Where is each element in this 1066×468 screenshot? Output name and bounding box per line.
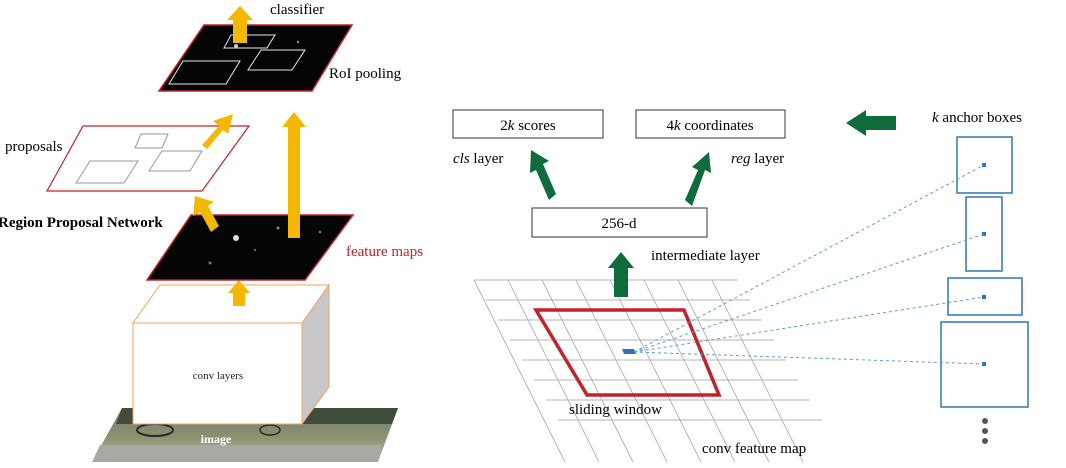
arrow-window-to-intermediate [608, 252, 634, 297]
roi-pooling-label: RoI pooling [329, 66, 402, 82]
arrow-rpn-to-proposals [193, 196, 219, 232]
arrow-to-classifier [227, 6, 253, 43]
intermediate-layer-box-label: 256-d [602, 216, 637, 232]
conv-layers-label: conv layers [193, 370, 243, 382]
rpn-label: Region Proposal Network [0, 215, 163, 231]
roi-pooling-plane [157, 24, 354, 92]
proposals-label: proposals [5, 139, 63, 155]
arrow-to-cls-layer [530, 150, 556, 200]
scores-box [452, 109, 604, 139]
scores-label: 2k scores [500, 118, 556, 134]
arrow-anchors-to-coordinates [846, 110, 896, 136]
anchor-connectors [633, 164, 985, 365]
coords-num: 4 [666, 118, 674, 134]
scores-rest: scores [514, 118, 555, 134]
coordinates-box [635, 109, 786, 139]
reg-rest: layer [750, 151, 784, 167]
intermediate-layer-label: intermediate layer [651, 248, 760, 264]
conv-feature-map-grid [473, 279, 822, 463]
proposals-plane [45, 125, 251, 192]
reg-italic: reg [731, 151, 751, 167]
sliding-window-center [622, 349, 636, 354]
intermediate-layer-box [531, 207, 708, 238]
arrow-conv-to-feature-maps [228, 280, 250, 306]
sliding-window [532, 308, 722, 397]
arrow-feature-maps-to-roi [282, 112, 306, 238]
scores-num: 2 [500, 118, 508, 134]
cls-italic: cls [453, 151, 470, 167]
anchor-rest: anchor boxes [939, 110, 1022, 126]
anchor-boxes-label: k anchor boxes [932, 110, 1022, 126]
arrow-proposals-to-roi [202, 114, 233, 149]
arrow-to-reg-layer [685, 152, 711, 206]
sliding-window-label: sliding window [569, 402, 662, 418]
classifier-label: classifier [270, 2, 324, 18]
coords-k: k [674, 118, 681, 134]
conv-layers-cube: conv layers [132, 283, 330, 426]
coordinates-label: 4k coordinates [666, 118, 753, 134]
reg-layer-label: reg layer [731, 151, 784, 167]
feature-maps-plane [145, 214, 355, 281]
cls-layer-label: cls layer [453, 151, 503, 167]
image-label: image [201, 432, 232, 446]
anchor-boxes [940, 136, 1029, 408]
more-anchors-ellipsis [982, 418, 988, 444]
conv-feature-map-label: conv feature map [702, 441, 806, 457]
left-pipeline: image conv layers feature maps Region Pr [0, 2, 423, 462]
right-rpn-detail: sliding window conv feature map 256-d in… [452, 109, 1029, 463]
feature-maps-label: feature maps [346, 244, 423, 260]
coords-rest: coordinates [681, 118, 754, 134]
scores-k: k [508, 118, 515, 134]
anchor-k: k [932, 110, 939, 126]
cls-rest: layer [470, 151, 504, 167]
